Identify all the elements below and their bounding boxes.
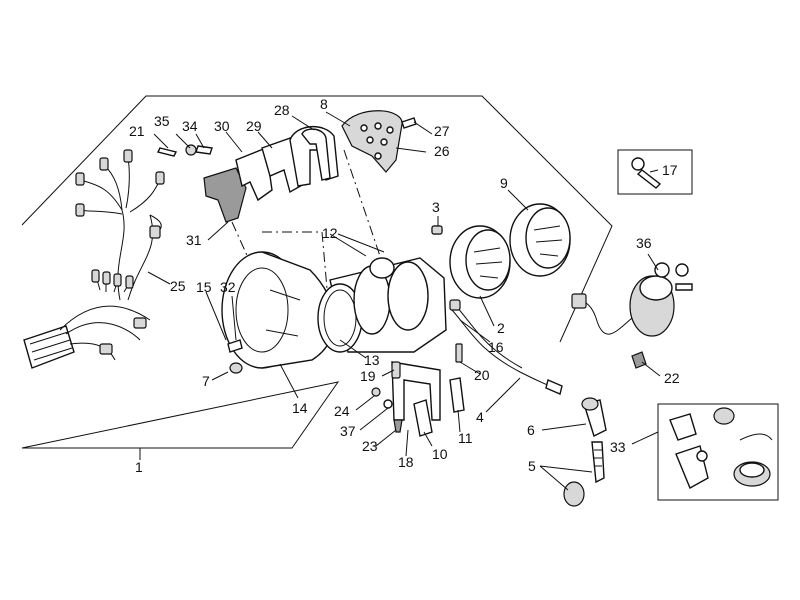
callout-33: 33 [610,439,626,455]
key-inset [617,149,693,195]
callout-31: 31 [186,232,202,248]
callout-6: 6 [527,422,535,438]
main-housing [221,251,335,369]
callout-24: 24 [334,403,350,419]
small-pins [156,144,213,157]
callout-25: 25 [170,278,186,294]
callout-3: 3 [432,199,440,215]
assembly-boundary [21,95,613,449]
callout-7: 7 [202,373,210,389]
callout-5: 5 [528,458,536,474]
callout-14: 14 [292,400,308,416]
callout-1: 1 [135,459,143,475]
callout-26: 26 [434,143,450,159]
callout-34: 34 [182,118,198,134]
callout-2: 2 [497,320,505,336]
callout-9: 9 [500,175,508,191]
sensor-and-plug [563,397,607,507]
callout-28: 28 [274,102,290,118]
callout-22: 22 [664,370,680,386]
callout-15: 15 [196,279,212,295]
callout-35: 35 [154,113,170,129]
callout-20: 21 [129,123,145,139]
cables [449,299,563,395]
callout-29: 29 [246,118,262,134]
lock-set-inset [657,403,779,501]
callout-19: 19 [360,368,376,384]
wiring-harness [23,149,165,369]
lower-brackets [371,343,465,437]
callout-12: 12 [322,225,338,241]
gauges [431,203,571,299]
callout-10: 10 [432,446,448,462]
instrument-carrier [317,257,447,353]
callout-16: 16 [488,339,504,355]
callout-23: 23 [362,438,378,454]
callout-36: 36 [636,235,652,251]
ignition-switch [571,262,693,369]
callout-4: 4 [476,409,484,425]
top-plate [341,110,417,173]
callout-17: 17 [662,162,678,178]
callout-27: 27 [434,123,450,139]
callout-8: 8 [320,96,328,112]
callout-37: 37 [340,423,356,439]
callout-18: 18 [398,454,414,470]
bracket-parts [203,126,339,223]
leader-lines [139,111,661,491]
callout-13: 13 [364,352,380,368]
callout-21: 20 [474,367,490,383]
fasteners [227,225,443,374]
callout-32: 32 [220,279,236,295]
callout-11: 11 [458,430,473,446]
callout-30: 30 [214,118,230,134]
callout-labels: 1 2 4 5 6 7 8 9 10 11 12 13 14 15 16 17 … [129,96,680,475]
